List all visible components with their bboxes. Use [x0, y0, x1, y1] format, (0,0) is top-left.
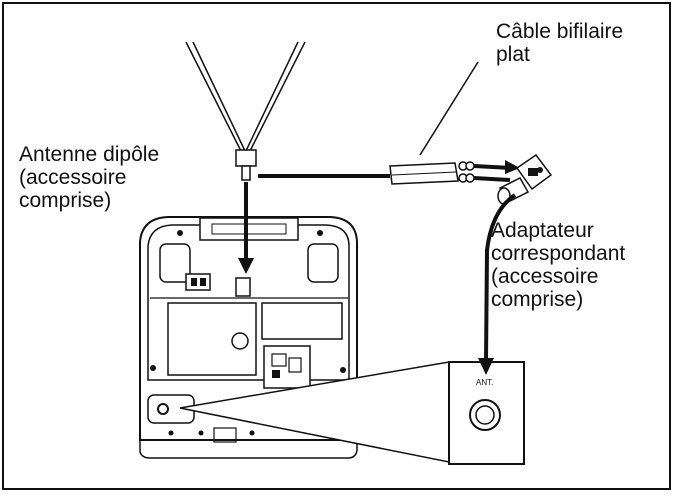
frame-border [2, 2, 671, 490]
flat-twin-cable [389, 61, 520, 185]
dipole-antenna [185, 41, 306, 181]
matching-adapter [497, 153, 553, 205]
tv-back [139, 216, 358, 459]
ant-port-label: ANT. [476, 378, 493, 387]
matching-adapter-label: Adaptateur correspondant (accessoire com… [491, 219, 626, 311]
flat-cable-label: Câble bifilaire plat [496, 20, 624, 66]
dipole-antenna-label: Antenne dipôle (accessoire comprise) [19, 143, 160, 212]
adapter-arrow [484, 193, 517, 363]
ant-input-panel [448, 361, 525, 465]
